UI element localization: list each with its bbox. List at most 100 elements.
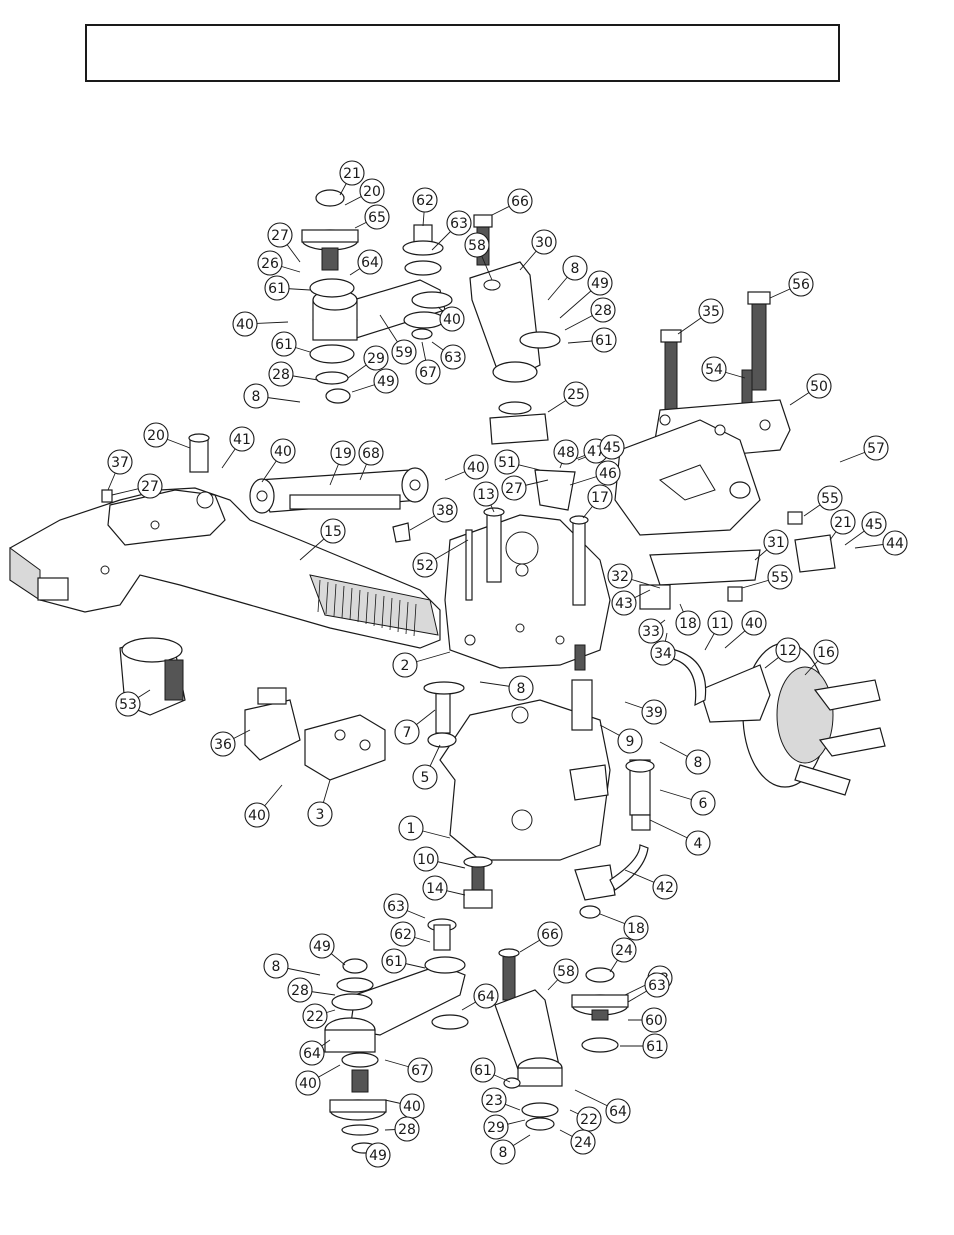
callout-number: 40 [443,312,461,328]
callout-14: 14 [422,875,448,901]
callout-number: 27 [505,481,523,497]
callout-33: 33 [638,618,664,644]
callout-number: 66 [541,927,559,943]
callout-circle [432,497,458,523]
callout-circle [553,958,579,984]
callout-circle [553,439,579,465]
callout-40: 40 [232,311,258,337]
callout-number: 58 [468,238,486,254]
callout-circle [707,610,733,636]
callout-17: 17 [587,484,613,510]
callout-50: 50 [806,373,832,399]
callout-circle [623,915,649,941]
callout-64: 64 [473,983,499,1009]
callout-circle [882,530,908,556]
callout-18: 18 [675,610,701,636]
callout-40: 40 [741,610,767,636]
callout-circle [863,435,889,461]
callout-27: 27 [267,222,293,248]
callout-circle [537,921,563,947]
callout-32: 32 [607,563,633,589]
callout-number: 43 [615,596,633,612]
callout-28: 28 [268,361,294,387]
callout-number: 61 [268,281,286,297]
callout-number: 38 [436,503,454,519]
callout-54: 54 [701,356,727,382]
callout-circle [494,449,520,475]
callout-11: 11 [707,610,733,636]
callout-number: 11 [711,616,729,632]
callout-circle [339,160,365,186]
pivot-pin-stack-upper [402,224,445,340]
callout-38: 38 [432,497,458,523]
lower-right-arm-assembly [494,948,629,1131]
callout-number: 1 [407,821,416,837]
callout-number: 67 [411,1063,429,1079]
callout-circle [446,210,472,236]
callout-8: 8 [243,383,269,409]
callout-circle [422,875,448,901]
callout-circle [788,271,814,297]
callout-circle [698,298,724,324]
callout-66: 66 [537,921,563,947]
callout-number: 19 [334,446,352,462]
callout-number: 6 [699,796,708,812]
callout-circle [137,473,163,499]
callout-number: 29 [367,351,385,367]
callout-number: 64 [477,989,495,1005]
callout-circle [267,222,293,248]
callout-16: 16 [813,639,839,665]
callout-number: 49 [313,939,331,955]
callout-67: 67 [415,359,441,385]
callout-number: 23 [485,1093,503,1109]
callout-number: 36 [214,737,232,753]
callout-49: 49 [365,1142,391,1168]
callout-61: 61 [381,948,407,974]
callout-3: 3 [307,801,333,827]
callout-number: 7 [403,725,412,741]
callout-number: 61 [595,333,613,349]
callout-8: 8 [263,953,289,979]
callout-29: 29 [363,345,389,371]
callout-circle [143,422,169,448]
callout-circle [611,590,637,616]
callout-63: 63 [440,344,466,370]
callout-circle [690,790,716,816]
callout-40: 40 [270,438,296,464]
callout-circle [412,764,438,790]
callout-circle [531,229,557,255]
callout-number: 61 [474,1063,492,1079]
callout-number: 29 [487,1120,505,1136]
callout-1: 1 [398,815,424,841]
callout-number: 67 [419,365,437,381]
callout-circle [359,178,385,204]
callout-number: 56 [792,277,810,293]
callout-circle [229,426,255,452]
callout-61: 61 [470,1057,496,1083]
callout-number: 66 [511,194,529,210]
callout-number: 40 [299,1076,317,1092]
callout-46: 46 [595,460,621,486]
callout-number: 61 [385,954,403,970]
callout-circle [685,749,711,775]
callout-42: 42 [652,874,678,900]
callout-21: 21 [830,509,856,535]
hydraulic-cylinder-part-19 [249,467,429,514]
callout-number: 50 [810,379,828,395]
callout-circle [440,344,466,370]
callout-number: 25 [567,387,585,403]
callout-number: 34 [654,646,672,662]
callout-circle [562,255,588,281]
callout-circle [473,983,499,1009]
callout-29: 29 [483,1114,509,1140]
callout-number: 8 [571,261,580,277]
callout-circle [605,1098,631,1124]
callout-number: 40 [248,808,266,824]
callout-24: 24 [611,937,637,963]
callout-number: 28 [398,1122,416,1138]
callout-41: 41 [229,426,255,452]
callout-number: 20 [147,428,165,444]
callout-circle [357,249,383,275]
callout-number: 40 [403,1099,421,1115]
